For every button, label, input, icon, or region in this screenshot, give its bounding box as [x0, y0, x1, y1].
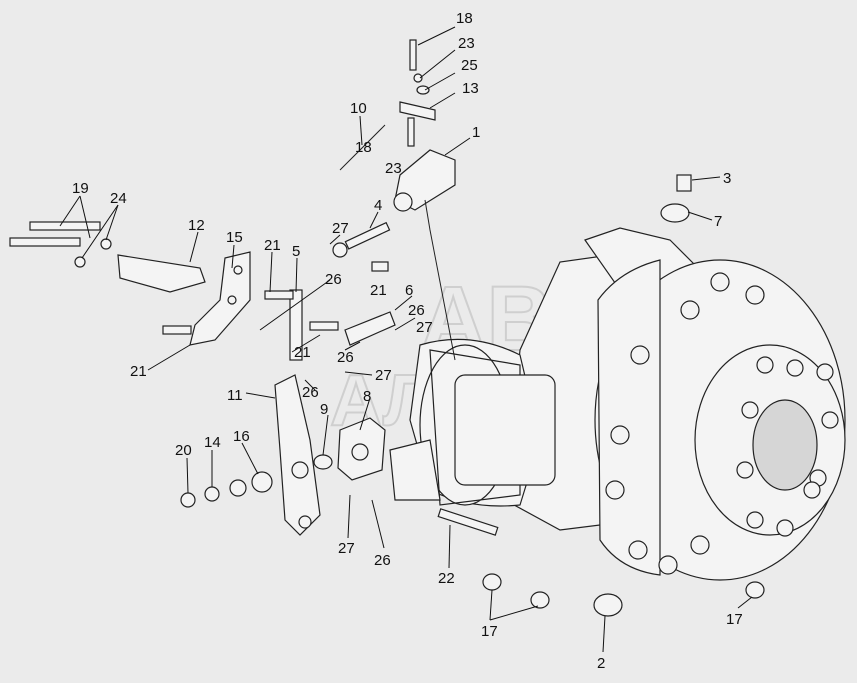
oring-9 [313, 454, 333, 470]
washer-23a [413, 73, 423, 83]
callout-1: 1 [472, 124, 480, 141]
bracket-15 [189, 251, 251, 346]
callout-26e: 26 [374, 552, 391, 569]
callout-18: 18 [456, 10, 473, 27]
callout-9: 9 [320, 401, 328, 418]
final-drive-housing [482, 174, 846, 617]
leader-lines [59, 26, 753, 653]
pin-21 [371, 261, 389, 272]
lever-11 [274, 374, 321, 536]
callout-11: 11 [227, 387, 243, 404]
callout-17: 17 [481, 623, 498, 640]
callout-24: 24 [110, 190, 127, 207]
callout-2: 2 [597, 655, 605, 672]
callout-21d: 21 [130, 363, 147, 380]
valve-1 [393, 149, 456, 212]
callout-14: 14 [204, 434, 221, 451]
flange-bolts [605, 272, 839, 575]
nut-14 [204, 486, 220, 502]
ring-16 [251, 471, 273, 493]
breather [676, 174, 692, 192]
callout-21b: 21 [370, 282, 387, 299]
callout-labels: 18 23 25 13 10 1 18 23 3 7 19 24 12 15 2… [72, 10, 743, 672]
link-6 [344, 311, 396, 346]
callout-17b: 17 [726, 611, 743, 628]
callout-27b: 27 [416, 319, 433, 336]
callout-23: 23 [458, 35, 475, 52]
callout-12: 12 [188, 217, 205, 234]
rod-4 [332, 221, 391, 258]
washer-25 [416, 85, 430, 95]
callout-26d: 26 [302, 384, 319, 401]
spring-10 [339, 124, 386, 171]
callout-6: 6 [405, 282, 413, 299]
callout-15: 15 [226, 229, 243, 246]
nut-20 [180, 492, 196, 508]
callout-27d: 27 [338, 540, 355, 557]
callout-4: 4 [374, 197, 382, 214]
flange-8 [337, 417, 386, 481]
pipe [424, 199, 456, 361]
callout-8: 8 [363, 388, 371, 405]
brake-housing [389, 338, 556, 536]
bracket-12 [117, 254, 206, 293]
callout-20: 20 [175, 442, 192, 459]
callout-26c: 26 [337, 349, 354, 366]
callout-21c: 21 [294, 344, 311, 361]
callout-25: 25 [461, 57, 478, 74]
callout-21: 21 [264, 237, 281, 254]
callout-10: 10 [350, 100, 367, 117]
callout-26: 26 [325, 271, 342, 288]
callout-3: 3 [723, 170, 731, 187]
pin-21d [162, 325, 192, 335]
pin-22 [437, 508, 499, 536]
washer-14 [229, 479, 247, 497]
plug-17-left [482, 573, 502, 591]
callout-18b: 18 [355, 139, 372, 156]
callout-27c: 27 [375, 367, 392, 384]
callout-13: 13 [462, 80, 479, 97]
callout-19: 19 [72, 180, 89, 197]
plug-7 [660, 203, 690, 223]
callout-23b: 23 [385, 160, 402, 177]
callout-27: 27 [332, 220, 349, 237]
bolt-18a [409, 39, 417, 71]
bolts-19 [9, 221, 112, 268]
callout-16: 16 [233, 428, 250, 445]
callout-7: 7 [714, 213, 722, 230]
plug-2 [593, 593, 623, 617]
bolt-18b [407, 117, 415, 147]
bracket-13 [399, 101, 436, 121]
callout-5: 5 [292, 243, 300, 260]
callout-22: 22 [438, 570, 455, 587]
plug-17-right [745, 581, 765, 599]
pin-21c [309, 321, 339, 331]
plug-17-mid [530, 591, 550, 609]
pin-21b [264, 290, 294, 300]
callout-26b: 26 [408, 302, 425, 319]
